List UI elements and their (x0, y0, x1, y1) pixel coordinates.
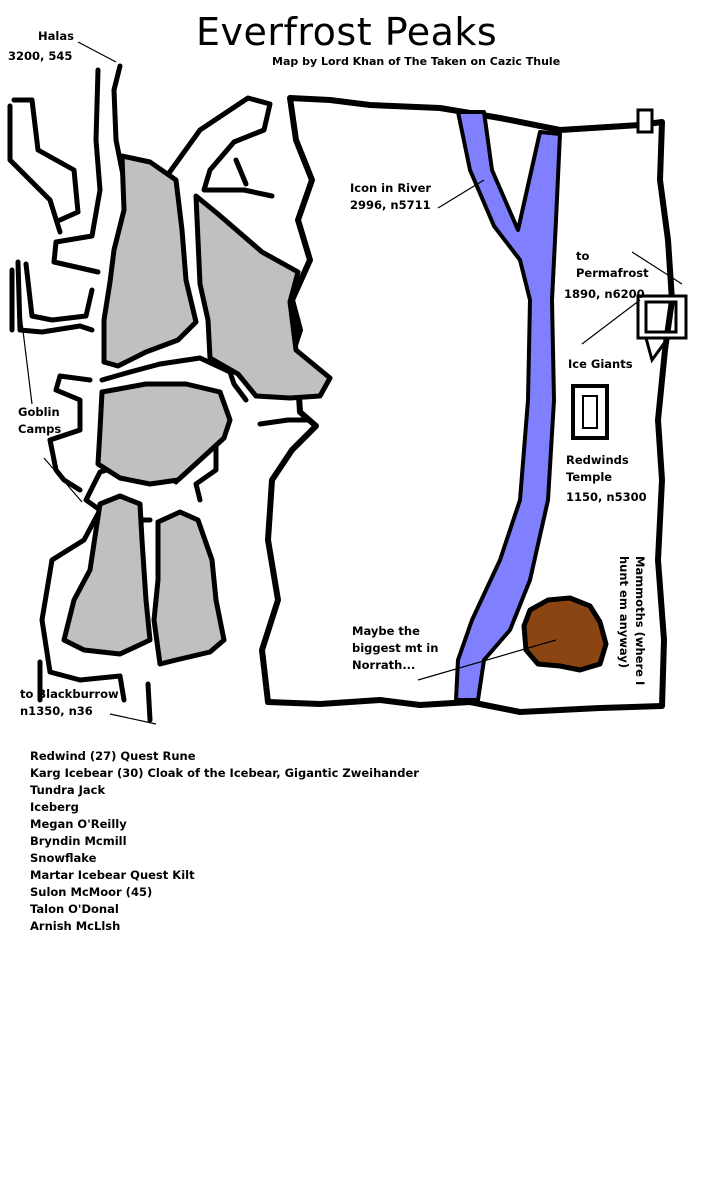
label-biggest-mt: Maybe the biggest mt in Norrath... (352, 624, 439, 672)
list-item: Bryndin Mcmill (30, 834, 127, 848)
west-mountains (61, 153, 333, 667)
label-icon-in-river: Icon in River 2996, n5711 (350, 181, 432, 212)
list-item: Karg Icebear (30) Cloak of the Icebear, … (30, 766, 419, 780)
zone-map (7, 41, 688, 725)
label-halas-coords: 3200, 545 (8, 49, 73, 63)
label-permafrost: to Permafrost (576, 249, 649, 280)
list-item: Tundra Jack (30, 783, 106, 797)
label-redwinds-temple: Redwinds Temple (566, 453, 629, 484)
map-title: Everfrost Peaks (196, 10, 498, 54)
list-item: Megan O'Reilly (30, 817, 127, 831)
list-item: Redwind (27) Quest Rune (30, 749, 196, 763)
permafrost-entrance (636, 294, 688, 340)
label-permafrost-coords: 1890, n6200 (564, 287, 645, 301)
list-item: Sulon McMoor (45) (30, 885, 153, 899)
list-item: Iceberg (30, 800, 79, 814)
list-item: Martar Icebear Quest Kilt (30, 868, 195, 882)
label-ice-giants: Ice Giants (568, 357, 633, 371)
npc-list: Redwind (27) Quest Rune Karg Icebear (30… (30, 748, 419, 935)
label-redwinds-coords: 1150, n5300 (566, 490, 647, 504)
zone-line-marker (636, 108, 654, 134)
list-item: Arnish McLlsh (30, 919, 121, 933)
biggest-mountain (521, 595, 609, 673)
label-mammoths: Mammoths (where I hunt em anyway) (617, 556, 647, 686)
list-item: Snowflake (30, 851, 97, 865)
map-subtitle: Map by Lord Khan of The Taken on Cazic T… (272, 55, 561, 68)
river (454, 110, 562, 702)
leader-lines (17, 41, 683, 725)
label-halas: Halas (38, 28, 74, 45)
label-blackburrow: to Blackburrow n1350, n36 (20, 687, 119, 718)
label-goblin-camps: Goblin Camps (18, 405, 62, 436)
list-item: Talon O'Donal (30, 902, 119, 916)
label-halas-name: Halas (38, 29, 74, 43)
